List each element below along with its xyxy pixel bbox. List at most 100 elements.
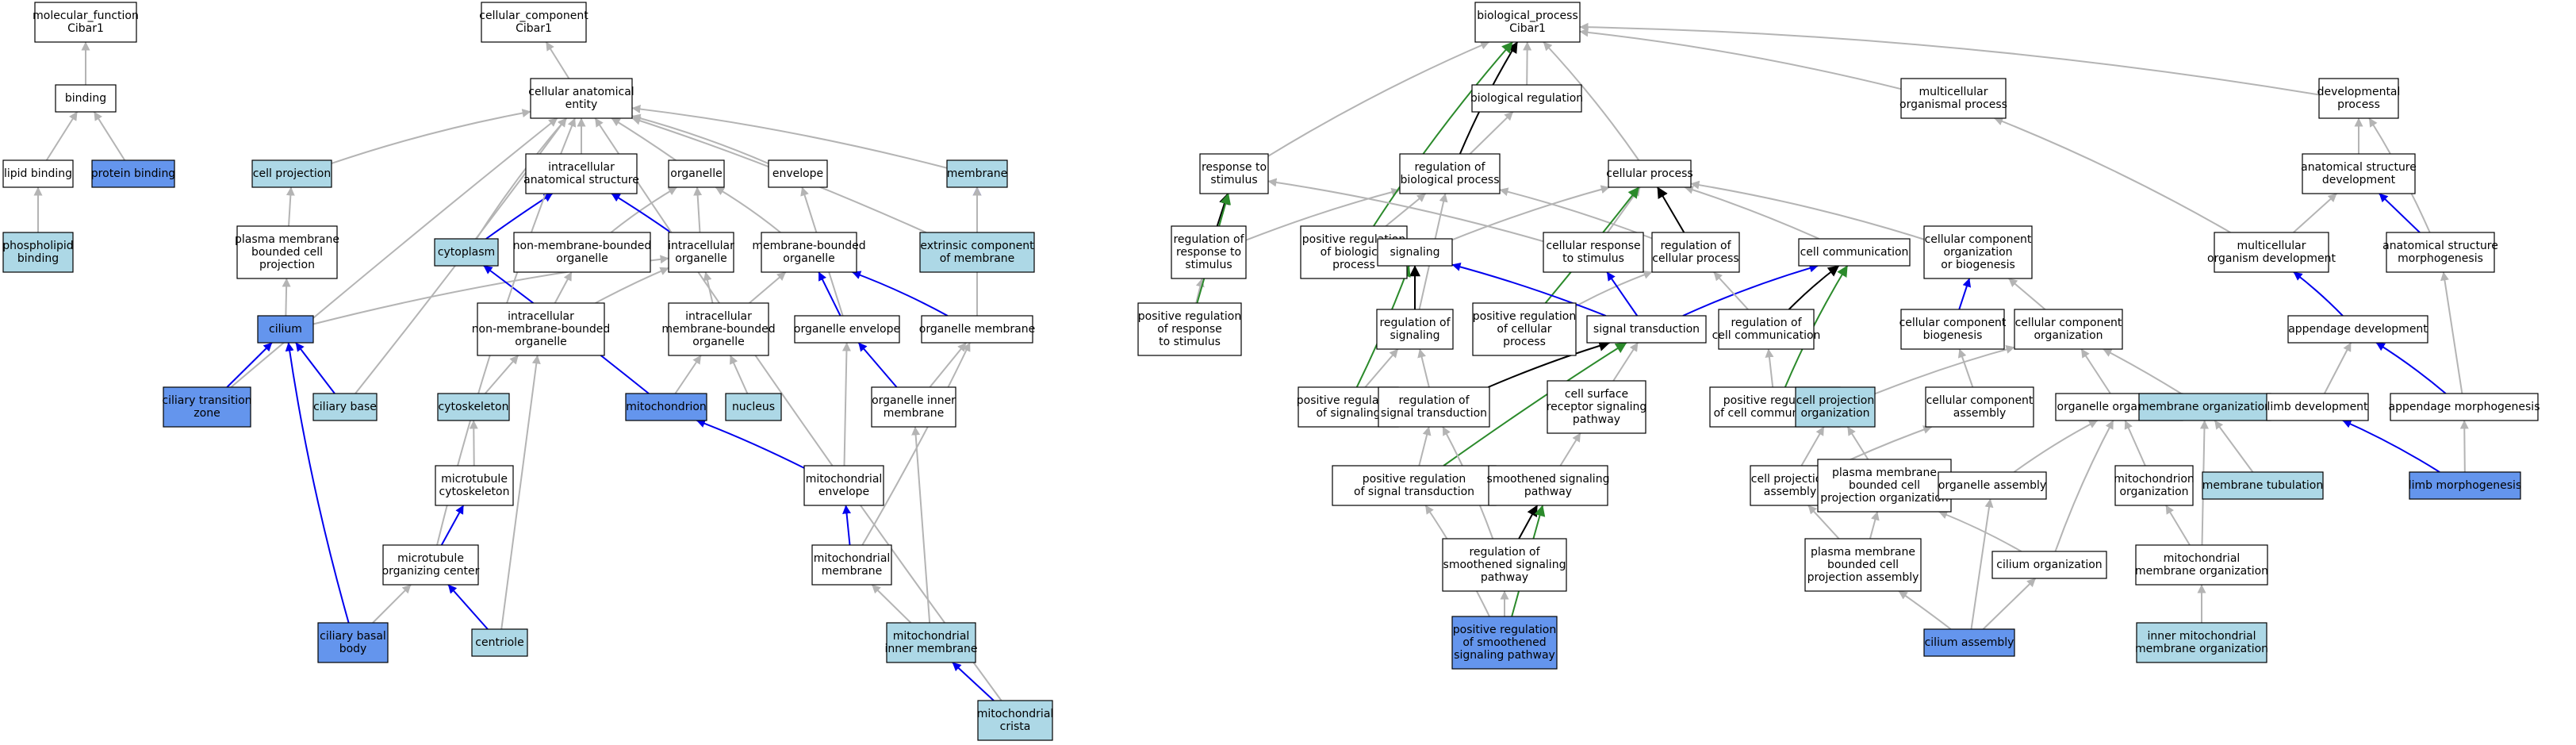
node-nucleus[interactable]: nucleus: [725, 393, 782, 421]
node-box[interactable]: [1817, 459, 1952, 513]
node-ciliumorg[interactable]: cilium organization: [1991, 551, 2107, 579]
node-box[interactable]: [1474, 2, 1581, 43]
node-proteinb[interactable]: protein binding: [91, 159, 175, 188]
node-centriole[interactable]: centriole: [471, 628, 528, 657]
node-box[interactable]: [1608, 159, 1692, 188]
node-box[interactable]: [34, 2, 137, 43]
node-box[interactable]: [1750, 465, 1830, 506]
node-box[interactable]: [2386, 232, 2495, 273]
node-box[interactable]: [794, 315, 900, 344]
node-box[interactable]: [2, 232, 74, 273]
node-box[interactable]: [1718, 309, 1815, 350]
node-box[interactable]: [163, 386, 251, 428]
node-box[interactable]: [768, 159, 828, 188]
node-cbase[interactable]: ciliary base: [312, 393, 378, 421]
node-memorg[interactable]: membrane organization: [2138, 393, 2271, 421]
node-appmorph[interactable]: appendage morphogenesis: [2388, 393, 2540, 421]
node-box[interactable]: [2114, 465, 2194, 506]
node-box[interactable]: [91, 159, 175, 188]
node-box[interactable]: [312, 393, 378, 421]
node-box[interactable]: [2, 159, 74, 188]
node-cellproc[interactable]: cellular process: [1606, 159, 1693, 188]
node-box[interactable]: [668, 302, 769, 356]
node-box[interactable]: [1488, 465, 1608, 506]
node-box[interactable]: [1900, 78, 2007, 119]
node-box[interactable]: [530, 78, 633, 119]
node-box[interactable]: [2409, 471, 2521, 500]
node-inmbo[interactable]: intracellularnon-membrane-boundedorganel…: [472, 302, 611, 356]
node-limbmorph[interactable]: limb morphogenesis: [2409, 471, 2522, 500]
node-box[interactable]: [919, 232, 1035, 273]
node-cellproj[interactable]: cell projection: [251, 159, 332, 188]
node-box[interactable]: [257, 315, 314, 344]
node-box[interactable]: [2390, 393, 2539, 421]
node-box[interactable]: [761, 232, 857, 273]
node-box[interactable]: [1923, 628, 2015, 657]
node-box[interactable]: [2136, 622, 2267, 663]
node-st[interactable]: signal transduction: [1586, 315, 1707, 344]
node-box[interactable]: [513, 232, 651, 273]
node-box[interactable]: [477, 302, 605, 356]
node-box[interactable]: [1543, 232, 1644, 273]
node-box[interactable]: [1332, 465, 1497, 506]
node-box[interactable]: [1804, 538, 1922, 592]
node-box[interactable]: [1472, 302, 1577, 356]
node-box[interactable]: [236, 225, 338, 279]
node-box[interactable]: [625, 393, 707, 421]
node-box[interactable]: [1171, 225, 1247, 279]
node-box[interactable]: [1451, 616, 1558, 670]
node-box[interactable]: [725, 393, 782, 421]
node-organelle[interactable]: organelle: [668, 159, 725, 188]
node-mito[interactable]: mitochondrion: [625, 393, 707, 421]
node-box[interactable]: [55, 84, 117, 113]
node-box[interactable]: [435, 465, 514, 506]
node-box[interactable]: [437, 393, 510, 421]
node-box[interactable]: [921, 315, 1033, 344]
node-orgasm[interactable]: organelle assembly: [1938, 471, 2047, 500]
node-orgenv[interactable]: organelle envelope: [794, 315, 900, 344]
node-box[interactable]: [2202, 471, 2324, 500]
node-box[interactable]: [1378, 386, 1490, 428]
node-box[interactable]: [481, 2, 587, 43]
node-box[interactable]: [525, 153, 638, 194]
node-orgmem[interactable]: organelle membrane: [919, 315, 1035, 344]
node-box[interactable]: [382, 544, 479, 586]
node-cytoskeleton[interactable]: cytoskeleton: [437, 393, 510, 421]
node-membrane[interactable]: membrane: [946, 159, 1008, 188]
node-box[interactable]: [1798, 238, 1911, 267]
